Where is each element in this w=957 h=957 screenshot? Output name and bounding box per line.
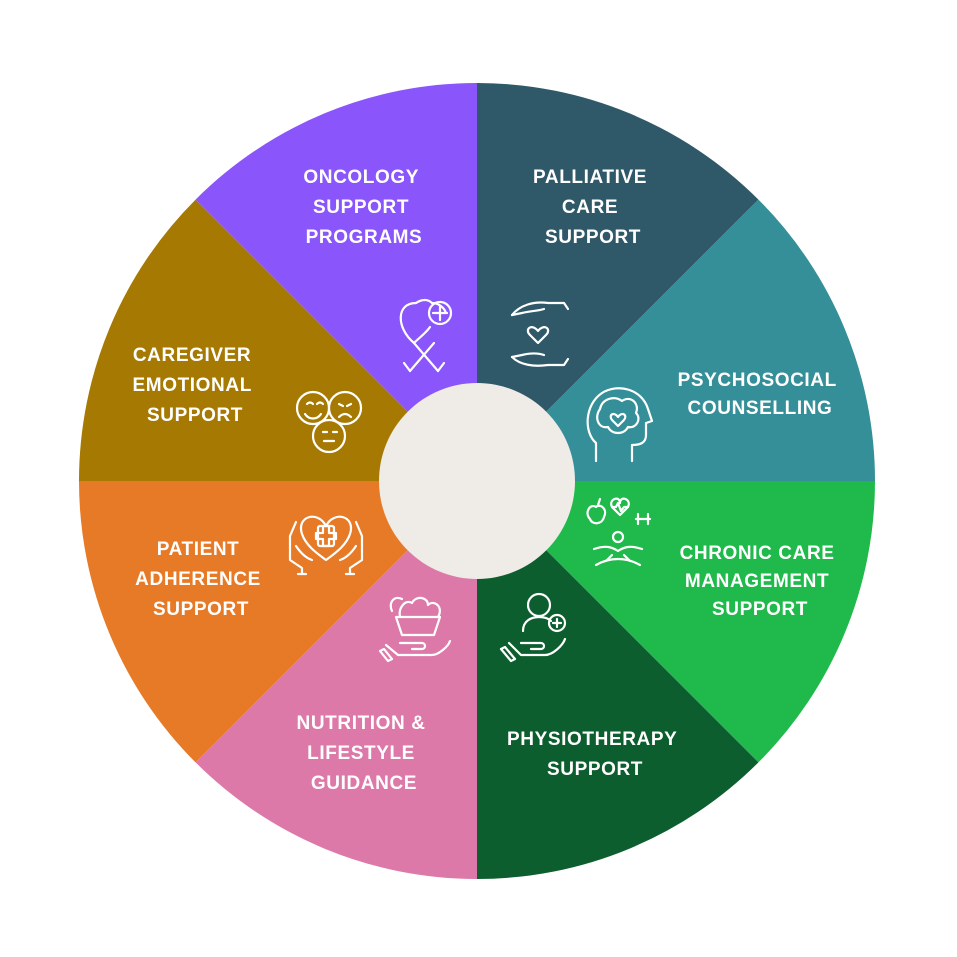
wheel-segment-adherence bbox=[79, 199, 477, 481]
hands-heart-plus-icon bbox=[288, 515, 364, 576]
segment-label-physiotherapy: PHYSIOTHERAPY SUPPORT bbox=[507, 729, 683, 780]
wheel-segment-caregiver bbox=[195, 83, 477, 481]
wheel-segment-oncology bbox=[477, 83, 759, 481]
hand-person-care-icon bbox=[499, 592, 567, 663]
hands-heart-icon bbox=[510, 301, 570, 367]
wheel-segment-chronic bbox=[477, 481, 759, 879]
head-brain-heart-icon bbox=[586, 387, 654, 463]
wheel-segment-palliative bbox=[477, 199, 875, 481]
center-hub bbox=[379, 383, 575, 579]
segment-label-chronic: CHRONIC CARE MANAGEMENT SUPPORT bbox=[680, 543, 841, 620]
wheel-segment-nutrition bbox=[79, 481, 477, 763]
wheel-segment-psychosocial bbox=[477, 481, 875, 763]
segment-label-psychosocial: PSYCHOSOCIAL COUNSELLING bbox=[678, 370, 843, 419]
segment-label-adherence: PATIENT ADHERENCE SUPPORT bbox=[135, 539, 267, 620]
segment-label-caregiver: CAREGIVER EMOTIONAL SUPPORT bbox=[133, 345, 258, 426]
hand-food-basket-icon bbox=[378, 596, 452, 663]
segment-label-nutrition: NUTRITION & LIFESTYLE GUIDANCE bbox=[297, 713, 432, 794]
wheel-segments bbox=[79, 83, 875, 879]
segment-label-oncology: ONCOLOGY SUPPORT PROGRAMS bbox=[303, 167, 424, 248]
awareness-ribbon-plus-icon bbox=[399, 298, 453, 373]
meditation-wellness-icon bbox=[586, 497, 652, 567]
segment-label-palliative: PALLIATIVE CARE SUPPORT bbox=[533, 167, 653, 248]
emotion-faces-icon bbox=[295, 390, 363, 454]
wheel-segment-physiotherapy bbox=[195, 481, 477, 879]
